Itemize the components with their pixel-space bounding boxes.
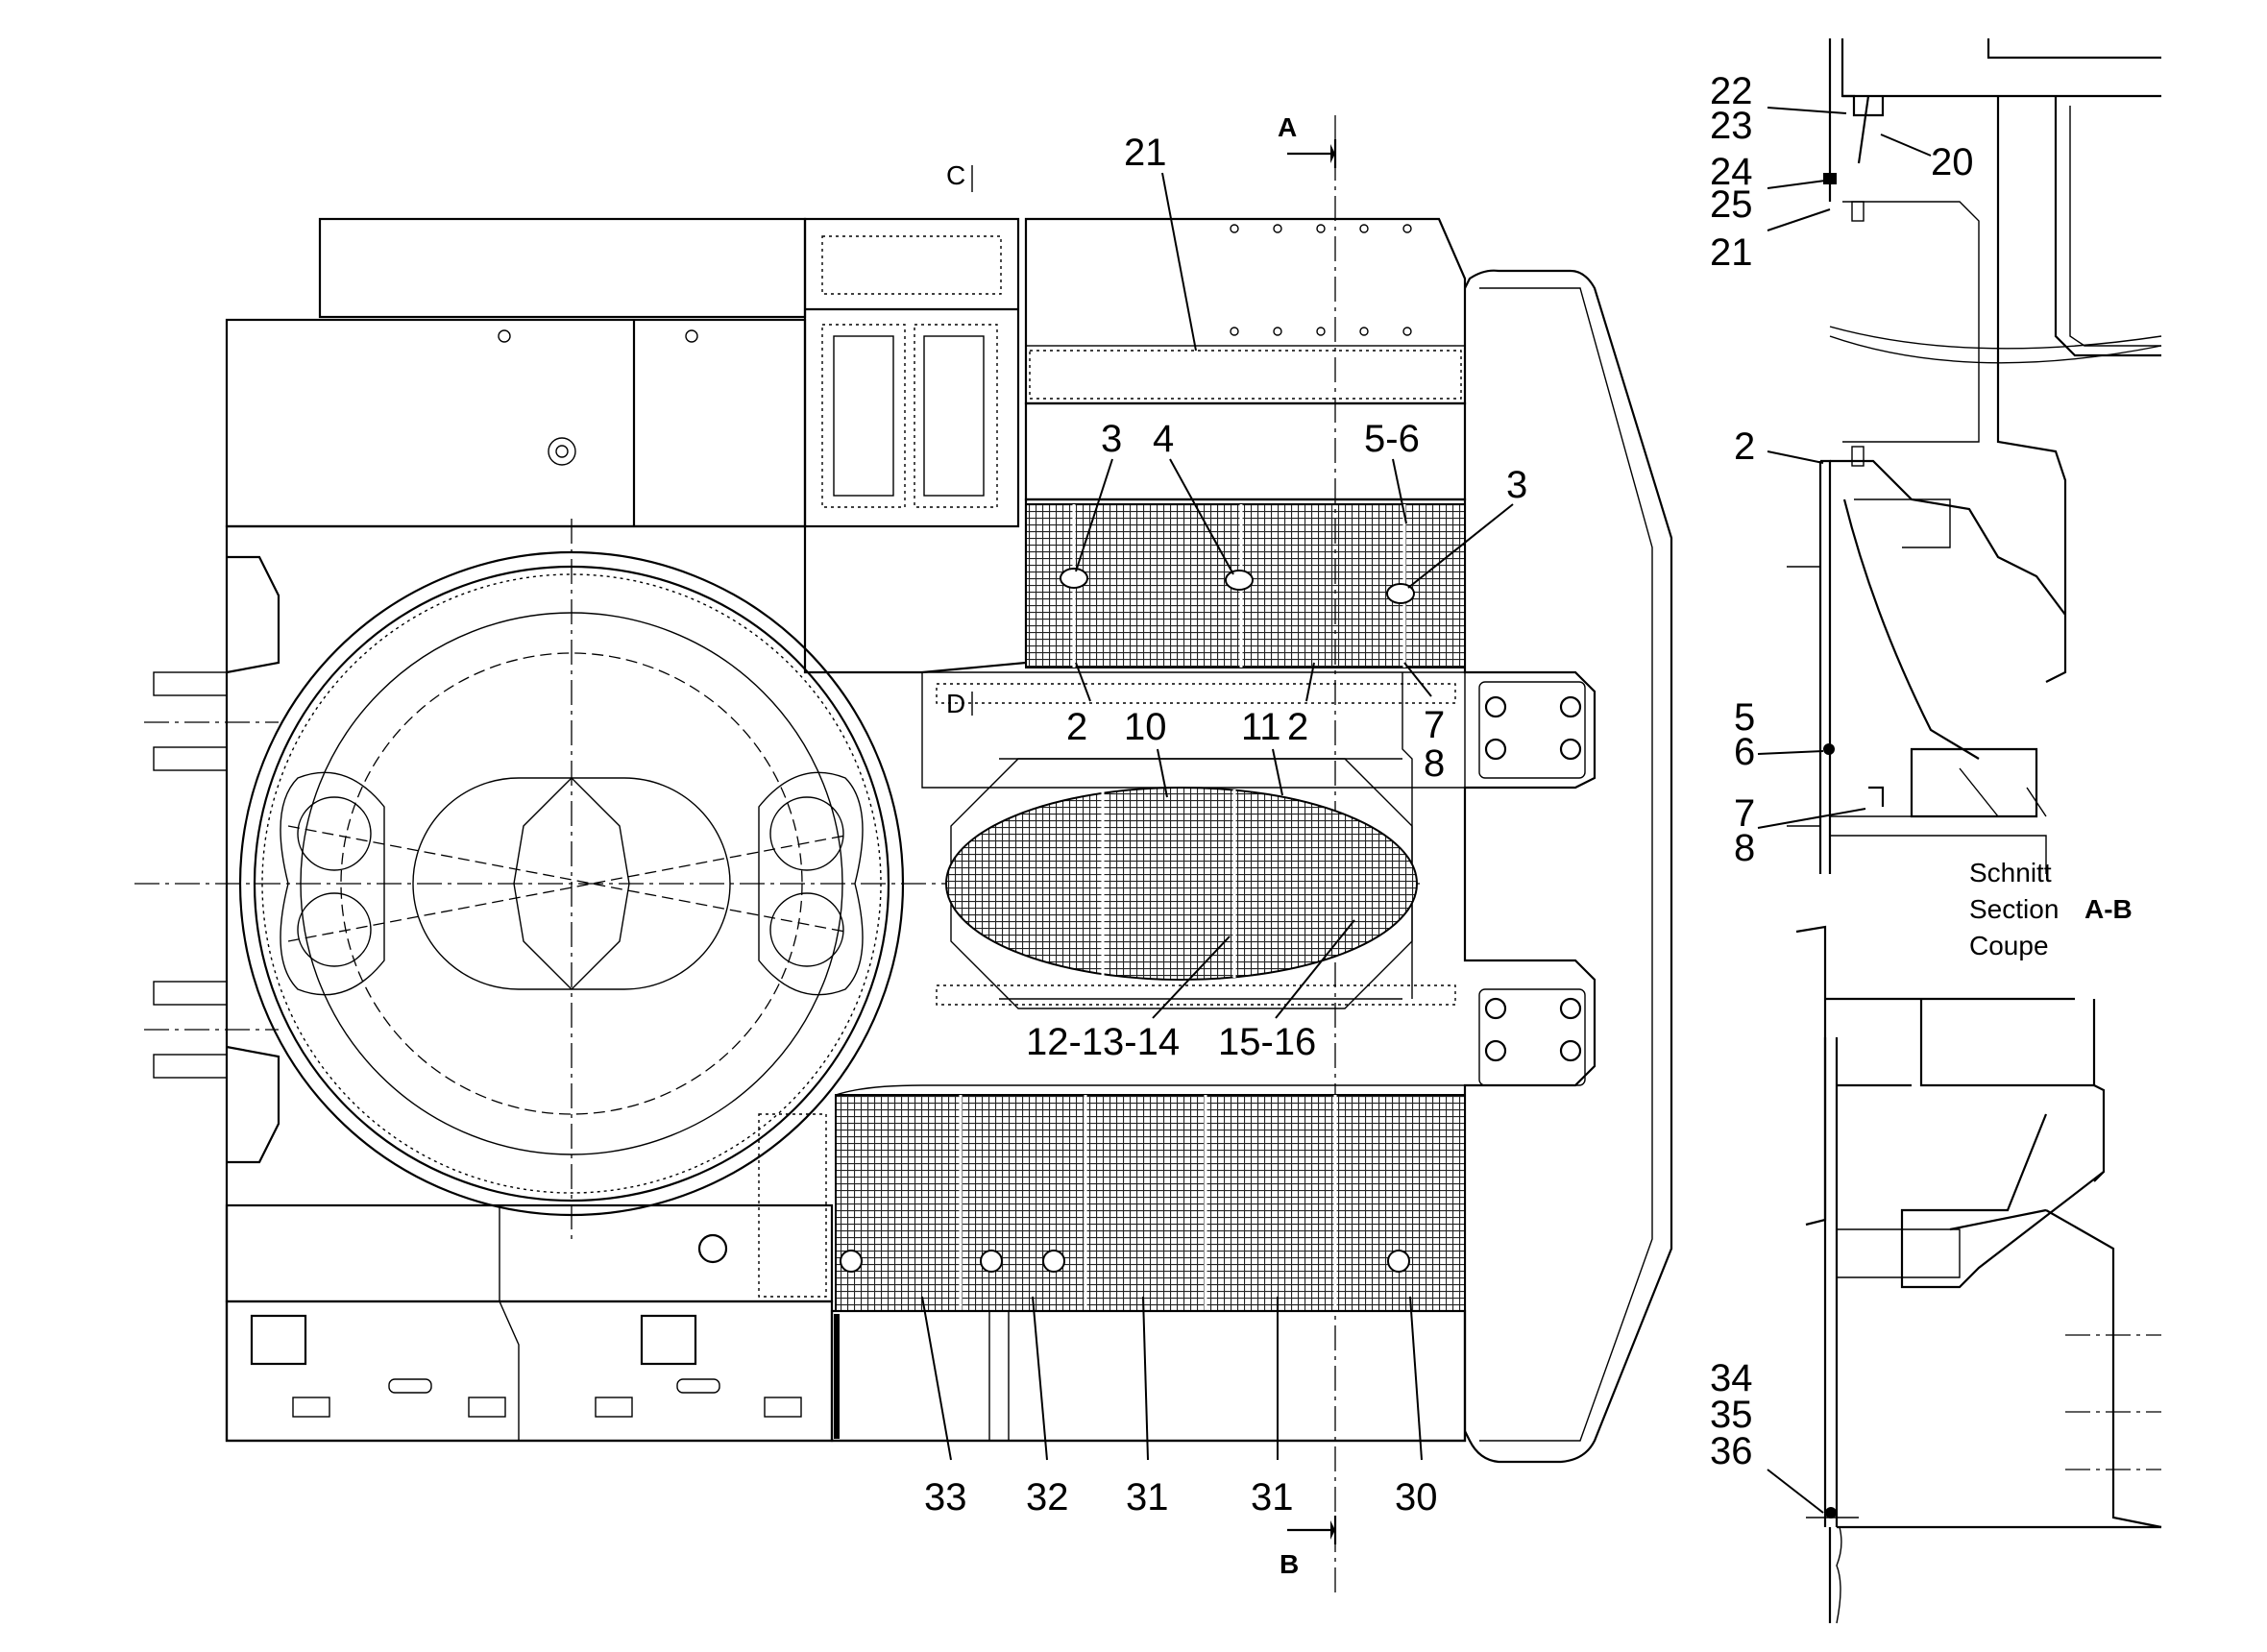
callout-25: 25 bbox=[1710, 183, 1753, 226]
upper-cover-panel bbox=[803, 217, 1020, 528]
grating-lower bbox=[835, 1094, 1466, 1312]
callout-8: 8 bbox=[1424, 742, 1445, 785]
svg-text:A: A bbox=[1278, 112, 1297, 142]
upper-left-housing bbox=[225, 318, 807, 528]
plan-leaders bbox=[921, 172, 1514, 1461]
panel-holes bbox=[1230, 224, 1412, 336]
grating-lower-seams bbox=[959, 1095, 1337, 1311]
section-marker-a: A bbox=[1278, 112, 1337, 168]
grating-oval bbox=[945, 787, 1418, 981]
counterweight bbox=[1464, 269, 1673, 1464]
section-marker-d: D bbox=[946, 689, 973, 718]
callout-22: 22 bbox=[1710, 70, 1753, 112]
right-pads bbox=[1478, 681, 1586, 1086]
grating-lower-holes bbox=[840, 1250, 1410, 1273]
callout-21-plan: 21 bbox=[1124, 132, 1167, 174]
callout-31-right: 31 bbox=[1251, 1476, 1294, 1518]
callout-6-section: 6 bbox=[1734, 731, 1755, 773]
section-marker-b: B bbox=[1280, 1516, 1337, 1579]
callout-35: 35 bbox=[1710, 1394, 1753, 1436]
callout-21-section: 21 bbox=[1710, 231, 1753, 274]
svg-text:B: B bbox=[1280, 1549, 1299, 1579]
caption-line-de: Schnitt bbox=[1969, 858, 2052, 887]
callout-10: 10 bbox=[1124, 706, 1167, 748]
lower-housing bbox=[225, 1203, 834, 1303]
callout-4: 4 bbox=[1153, 418, 1174, 460]
callout-31-left: 31 bbox=[1126, 1476, 1169, 1518]
callout-30: 30 bbox=[1395, 1476, 1438, 1518]
callout-3-left: 3 bbox=[1101, 418, 1122, 460]
caption-section-id: A-B bbox=[2084, 894, 2133, 924]
section-caption: Schnitt Section A-B Coupe bbox=[1969, 858, 2133, 960]
caption-line-en: Section bbox=[1969, 894, 2059, 924]
callout-23: 23 bbox=[1710, 105, 1753, 147]
callout-8-section: 8 bbox=[1734, 827, 1755, 869]
callout-7: 7 bbox=[1424, 704, 1445, 746]
callout-32: 32 bbox=[1026, 1476, 1069, 1518]
svg-text:D: D bbox=[946, 689, 965, 718]
callout-2-left: 2 bbox=[1066, 706, 1087, 748]
plan-view: A B C D bbox=[134, 112, 1673, 1594]
callout-5-section: 5 bbox=[1734, 696, 1755, 739]
section-view-top bbox=[1787, 38, 2162, 874]
callout-7-section: 7 bbox=[1734, 792, 1755, 835]
callout-11: 11 bbox=[1241, 706, 1281, 748]
callout-20: 20 bbox=[1931, 141, 1974, 183]
section-leaders bbox=[1757, 107, 1932, 1514]
callout-3-right: 3 bbox=[1506, 464, 1527, 506]
callout-34: 34 bbox=[1710, 1357, 1753, 1399]
callout-2-section: 2 bbox=[1734, 425, 1755, 468]
callout-12-13-14: 12-13-14 bbox=[1026, 1021, 1180, 1063]
section-view-bottom bbox=[1795, 925, 2162, 1624]
section-marker-c: C bbox=[946, 160, 973, 192]
caption-line-fr: Coupe bbox=[1969, 931, 2049, 960]
svg-text:C: C bbox=[946, 160, 965, 190]
callout-15-16: 15-16 bbox=[1218, 1021, 1316, 1063]
callout-36: 36 bbox=[1710, 1430, 1753, 1472]
top-cover-panel bbox=[1024, 217, 1467, 405]
callout-2-right: 2 bbox=[1287, 706, 1308, 748]
callout-24: 24 bbox=[1710, 151, 1753, 193]
callout-5-6: 5-6 bbox=[1364, 418, 1420, 460]
callout-33: 33 bbox=[924, 1476, 967, 1518]
left-studs bbox=[144, 671, 279, 1079]
